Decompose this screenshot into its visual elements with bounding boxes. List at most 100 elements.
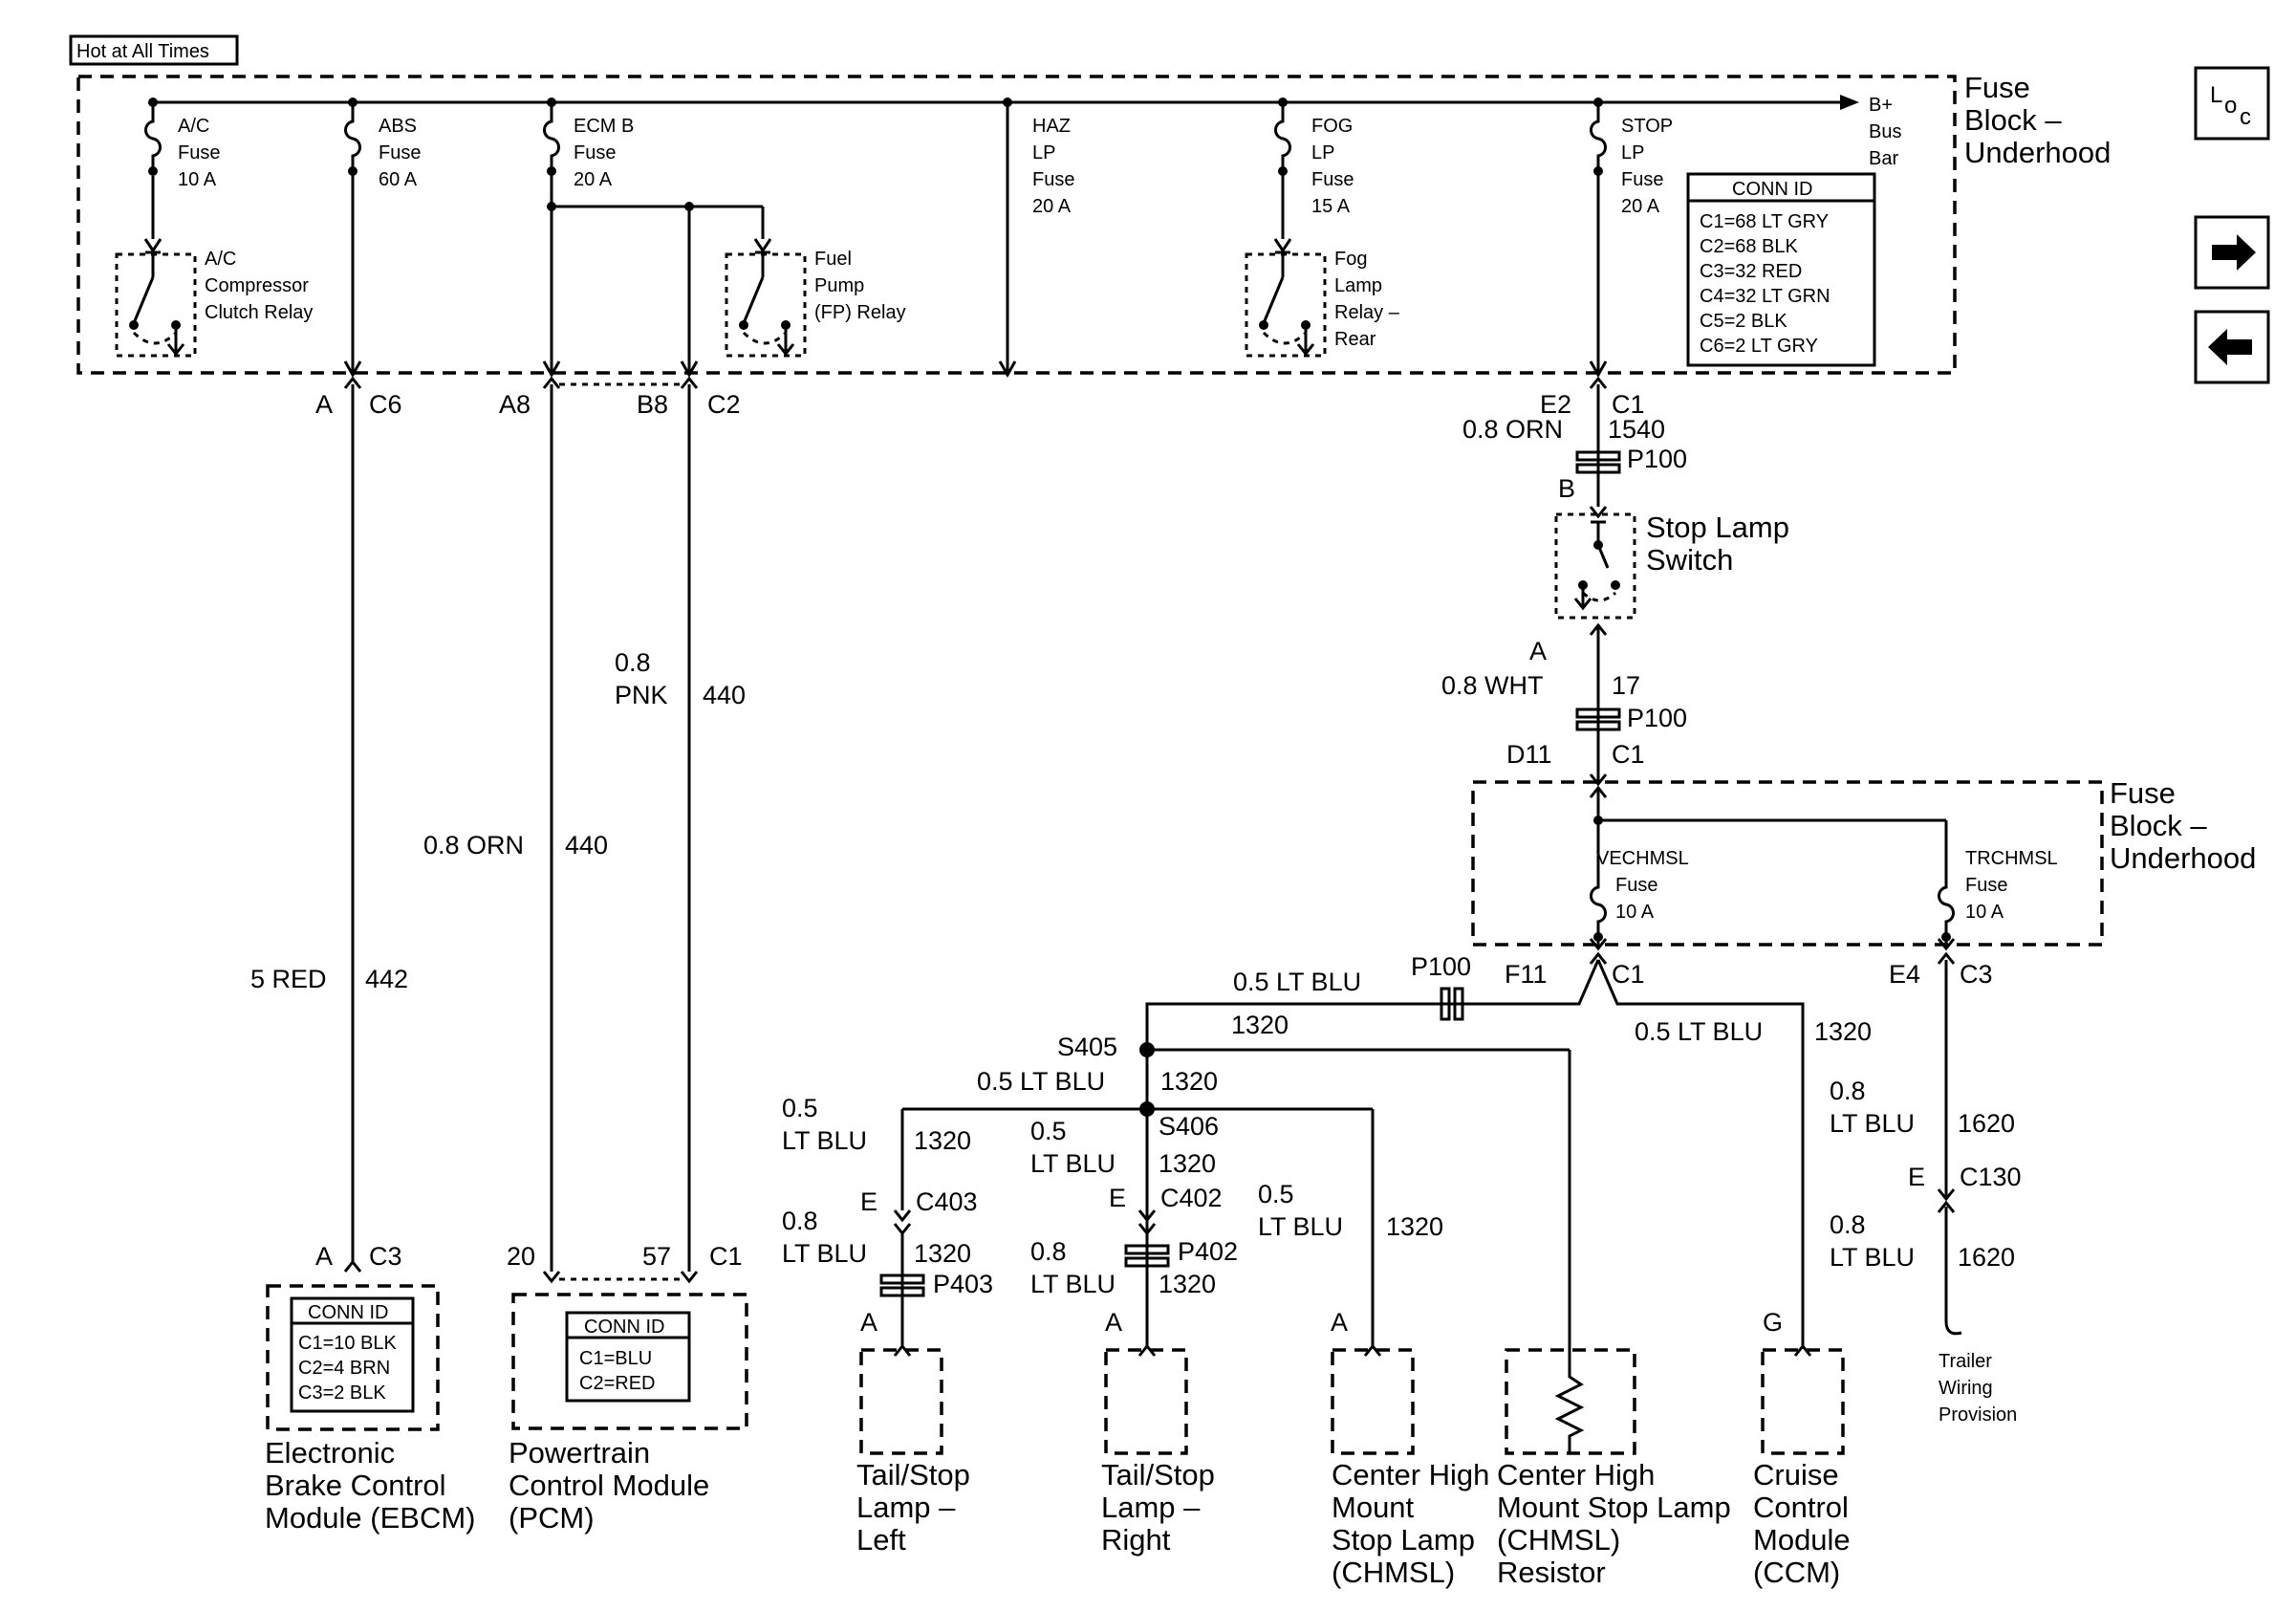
wire-442-circuit: 442 (365, 965, 408, 993)
switch-pin-b: B (1558, 474, 1575, 503)
ebcm-pin-a: A (315, 1242, 333, 1271)
left-wire-color: 0.5 LT BLU (782, 1094, 867, 1155)
svg-text:CONN ID: CONN ID (584, 1317, 664, 1338)
s405-wire-color: 0.5 LT BLU (977, 1067, 1105, 1096)
lamp-conn-c1: C1 (1612, 960, 1645, 989)
wire-main-circuit: 1320 (1231, 1011, 1289, 1039)
ebcm-box (266, 1284, 440, 1431)
svg-text:C1=10 BLK C2=4 BRN C3=2 BL: C1=10 BLK C2=4 BRN C3=2 BLK (298, 1333, 401, 1404)
pcm-conn-id-table: CONN ID C1=BLU C2=RED (565, 1311, 691, 1403)
right-wire2-color: 0.8 LT BLU (1030, 1237, 1116, 1298)
chmsl-resistor (1505, 1348, 1636, 1455)
lamp-pin-f11: F11 (1505, 960, 1548, 989)
ecm-b-fuse-label: ECM B Fuse 20 A (574, 116, 639, 190)
haz-lp-fuse-label: HAZ LP Fuse 20 A (1032, 116, 1080, 217)
ac-fuse (144, 100, 162, 178)
trailer-wire1-color: 0.8 LT BLU (1830, 1077, 1915, 1138)
wire-1620-trailer (1944, 1207, 1962, 1336)
stop-conn-c1b: C1 (1612, 740, 1645, 769)
fuse-block-underhood-bottom (1471, 780, 2104, 947)
hot-at-all-times-label: Hot at All Times (76, 41, 209, 62)
pcm-box (511, 1293, 748, 1430)
tail-stop-lamp-right-label: Tail/Stop Lamp – Right (1101, 1458, 1224, 1557)
cruise-control-module (1761, 1348, 1845, 1455)
inline-connector-p403 (879, 1274, 925, 1297)
arrow-left-icon[interactable] (2194, 310, 2270, 384)
right-wire2-circuit: 1320 (1159, 1270, 1216, 1298)
bus-bar-arrow (1840, 95, 1859, 110)
ac-fuse-label: A/C Fuse 10 A (178, 116, 226, 190)
hot-at-all-times-box (69, 34, 239, 66)
fog-lp-fuse-label: FOG LP Fuse 15 A (1311, 116, 1359, 217)
left-conn-c403: C403 (916, 1187, 978, 1216)
ac-compressor-relay (115, 238, 197, 358)
switch-pin-a: A (1529, 637, 1547, 665)
inline-p403-label: P403 (933, 1270, 993, 1298)
splice-s406-label: S406 (1159, 1112, 1219, 1141)
bus-bar-label: B+ Bus Bar (1869, 95, 1907, 169)
inline-p100-c-label: P100 (1411, 952, 1471, 981)
inline-p100-a-label: P100 (1627, 445, 1687, 473)
tail-stop-lamp-right (1104, 1348, 1188, 1455)
trailer-wire2-circuit: 1620 (1958, 1243, 2015, 1272)
svg-text:CONN ID: CONN ID (308, 1302, 388, 1323)
pcm-pin-57: 57 (642, 1242, 671, 1271)
trailer-wire1-circuit: 1620 (1958, 1109, 2015, 1138)
wire-1540-circuit: 1540 (1608, 415, 1665, 444)
stop-pin-d11: D11 (1506, 740, 1552, 769)
vechmsl-fuse (1590, 866, 1607, 944)
stop-lamp-switch-label: Stop Lamp Switch (1646, 511, 1798, 577)
chmsl-wire-circuit: 1320 (1386, 1212, 1443, 1241)
inline-connector-p100-b (1575, 708, 1621, 731)
inline-p100-b-label: P100 (1627, 704, 1687, 732)
left-wire2-circuit: 1320 (914, 1239, 971, 1268)
ecm-b-fuse (543, 100, 560, 178)
left-wire2-color: 0.8 LT BLU (782, 1207, 867, 1268)
stop-lp-fuse-label: STOP LP Fuse 20 A (1621, 116, 1678, 217)
pcm-conn-c1: C1 (709, 1242, 743, 1271)
ebcm-conn-c3: C3 (369, 1242, 402, 1271)
abs-pin-a: A (315, 390, 333, 419)
svg-text:c: c (2240, 104, 2251, 130)
fuse-block-conn-id-table: CONN ID C1=68 LT GRY C2=68 BLK C3=32 RED… (1686, 172, 1876, 367)
stop-lamp-switch (1554, 506, 1636, 636)
trailer-conn-c3: C3 (1960, 960, 1993, 989)
trailer-conn-c130: C130 (1960, 1163, 2022, 1191)
chmsl-pin-a: A (1331, 1308, 1348, 1337)
pcm-label: Powertrain Control Module (PCM) (509, 1436, 718, 1535)
wire-17-color: 0.8 WHT (1441, 671, 1544, 700)
fuel-pump-relay-label: Fuel Pump (FP) Relay (814, 249, 906, 323)
vechmsl-fuse-rating: Fuse 10 A (1615, 875, 1663, 923)
inline-connector-p402 (1124, 1244, 1170, 1268)
chmsl-label: Center High Mount Stop Lamp (CHMSL) (1332, 1458, 1498, 1589)
wire-17-circuit: 17 (1612, 671, 1640, 700)
inline-connector-p100-a (1575, 450, 1621, 474)
arrow-right-icon[interactable] (2194, 215, 2270, 290)
vechmsl-fuse-label: VECHMSL (1596, 848, 1689, 869)
abs-conn-c6: C6 (369, 390, 402, 419)
svg-text:L: L (2210, 82, 2222, 108)
chmsl-wire-color: 0.5 LT BLU (1258, 1180, 1343, 1241)
right-wire-color: 0.5 LT BLU (1030, 1117, 1116, 1178)
left-wire-circuit: 1320 (914, 1126, 971, 1155)
wire-440-pnk-circuit: 440 (703, 681, 746, 709)
wire-440-orn-circuit: 440 (565, 831, 608, 860)
inline-p402-label: P402 (1178, 1237, 1238, 1266)
right-pin-e: E (1109, 1184, 1126, 1212)
s405-wire-circuit: 1320 (1160, 1067, 1218, 1096)
right-wire-circuit: 1320 (1159, 1149, 1216, 1178)
trchmsl-fuse-rating: Fuse 10 A (1965, 875, 2013, 923)
svg-text:C1=68 LT GRY C2=68 BLK C3=: C1=68 LT GRY C2=68 BLK C3=32 RED C4=32 L… (1700, 211, 1835, 357)
stop-pin-e2: E2 (1540, 390, 1571, 419)
trailer-pin-e: E (1908, 1163, 1925, 1191)
trailer-wiring-provision-label: Trailer Wiring Provision (1939, 1351, 2017, 1426)
ecm-pin-a8: A8 (499, 390, 531, 419)
inline-connector-p100-c (1440, 987, 1464, 1021)
splice-s405-label: S405 (1057, 1033, 1117, 1061)
ecm-conn-c2: C2 (707, 390, 741, 419)
right-pin-a: A (1105, 1308, 1122, 1337)
ebcm-label: Electronic Brake Control Module (EBCM) (265, 1436, 476, 1535)
stop-lp-fuse (1590, 100, 1607, 178)
